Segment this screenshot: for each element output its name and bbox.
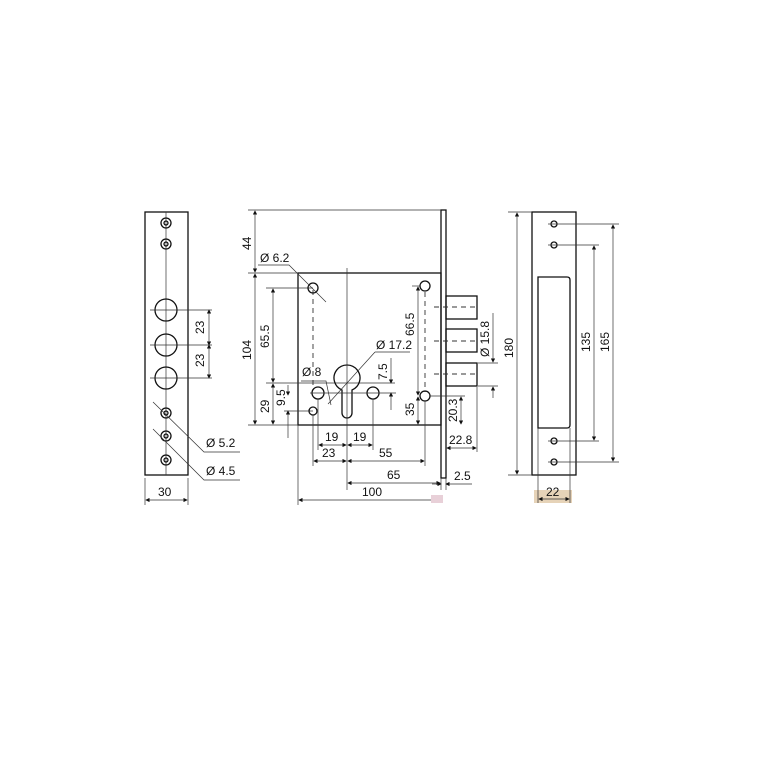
dim-depth: 100 [362,485,382,499]
bolts [434,295,478,387]
faceplate-outline [144,211,189,476]
dim-strike-width: 22 [546,485,560,499]
dim-hole-b: Ø 4.5 [206,464,236,478]
dim-strike-inner-span: 135 [579,332,593,352]
dim-hole-side: Ø 8 [302,365,322,379]
faceplate-view: 23 23 Ø 5.2 Ø 4.5 30 [144,211,240,505]
dim-hole-top: Ø 6.2 [260,251,290,265]
dim-spacing-left: 19 [325,430,339,444]
dim-lower-height: 29 [258,399,272,413]
dim-left-to-center: 23 [322,446,336,460]
dim-body-height: 104 [240,340,254,360]
dim-center-to-right: 55 [379,446,393,460]
strike-plate-outline [531,211,577,476]
dim-pitch-b: 23 [193,353,207,367]
dim-cylinder-offset: 7.5 [376,363,390,380]
dim-strike-height: 180 [502,338,516,358]
dim-bolt-diameter: Ø 15.8 [478,321,492,357]
dim-right-hole-span: 66.5 [403,312,417,336]
dim-faceplate-thickness: 2.5 [454,469,471,483]
highlight-mark [431,495,443,503]
faceplate-bolt-holes [150,298,212,390]
dim-bolt-offset: 20.3 [446,398,460,422]
dim-upper-hole-height: 65.5 [258,324,272,348]
strike-plate-view: 180 135 165 22 [502,211,619,503]
dim-backset: 65 [387,468,401,482]
dim-spacing-right: 19 [353,430,367,444]
faceplate-screw-holes [160,217,172,466]
dim-pitch-a: 23 [193,320,207,334]
hole-right-top [419,280,431,292]
dim-cylinder: Ø 17.2 [376,338,412,352]
dim-hole-a: Ø 5.2 [206,436,236,450]
hole-right-bottom [419,390,431,402]
hole-top [307,282,319,294]
dim-strike-outer-span: 165 [598,332,612,352]
dim-lower-offset: 9.5 [274,389,288,406]
dim-right-hole-low: 35 [403,402,417,416]
lock-body-view: 44 104 65.5 29 9.5 Ø 6.2 Ø 8 Ø 17.2 7.5 [240,209,498,505]
dim-bolt-throw: 22.8 [449,433,473,447]
dim-top-offset: 44 [240,236,254,250]
strike-slot [537,276,571,429]
dim-faceplate-width: 30 [158,485,172,499]
lock-front-plate [440,209,447,479]
